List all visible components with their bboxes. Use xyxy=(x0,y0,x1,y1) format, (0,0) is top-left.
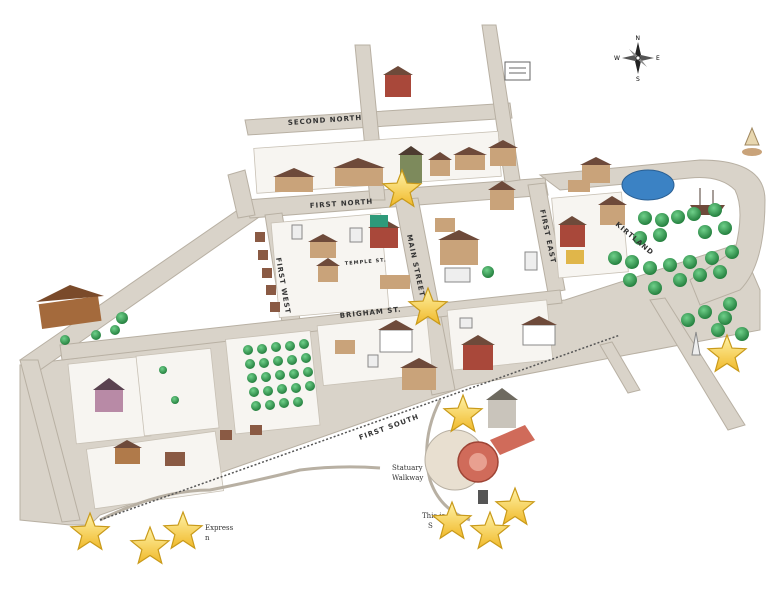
star-marker-icon[interactable] xyxy=(442,393,484,433)
tepee-icon xyxy=(742,126,762,156)
building-east-group xyxy=(558,157,627,264)
label-walkway-line2: Walkway xyxy=(392,474,423,482)
trees xyxy=(60,203,749,411)
first-east-road xyxy=(527,182,566,294)
star-marker-icon[interactable] xyxy=(494,486,536,526)
label-this-line2: S xyxy=(428,522,433,530)
east-loop-road xyxy=(538,159,766,306)
label-express-line1: Express xyxy=(205,524,234,532)
compass-n: N xyxy=(636,35,641,42)
label-walkway-line1: Statuary xyxy=(392,464,423,472)
star-marker-icon[interactable] xyxy=(431,500,473,540)
star-marker-icon[interactable] xyxy=(162,510,204,550)
scattered-trees xyxy=(60,266,494,404)
poi-labels: Statuary Walkway Express n This is th S xyxy=(205,464,455,542)
building-row-north xyxy=(273,140,518,192)
orchard-trees xyxy=(243,339,315,411)
west-connector-road xyxy=(227,169,256,219)
east-exit-road xyxy=(649,297,746,431)
building-northmost xyxy=(383,66,413,97)
building-west-column xyxy=(255,232,280,312)
compass-e: E xyxy=(656,55,660,62)
building-cluster-center xyxy=(291,181,538,289)
building-west-barn xyxy=(36,285,104,330)
monument-obelisk xyxy=(691,331,701,356)
building-farmhouse xyxy=(93,378,125,412)
star-markers xyxy=(69,168,748,565)
second-north-road xyxy=(244,102,513,136)
south-exit-road xyxy=(599,341,641,394)
star-marker-icon[interactable] xyxy=(69,511,111,551)
plaza-arm xyxy=(490,425,535,455)
buildings xyxy=(36,61,762,504)
north-vertical-road-2 xyxy=(481,24,521,183)
compass-rose-icon: N S W E xyxy=(614,35,660,83)
plaza-inner xyxy=(469,453,487,471)
building-brigham-south xyxy=(335,316,557,390)
star-marker-icon[interactable] xyxy=(407,286,449,326)
star-marker-icon[interactable] xyxy=(469,510,511,550)
building-sign-north xyxy=(504,61,531,81)
star-marker-icon[interactable] xyxy=(129,525,171,565)
compass-s: S xyxy=(636,76,640,83)
label-temple: TEMPLE ST. xyxy=(345,257,387,267)
compass-w: W xyxy=(614,55,620,62)
block-orchard xyxy=(225,330,321,435)
pond xyxy=(621,169,675,201)
building-south-cabins xyxy=(113,425,262,466)
star-marker-icon[interactable] xyxy=(706,333,748,373)
building-plaza-houses xyxy=(478,388,518,504)
label-express-line2: n xyxy=(205,534,210,542)
west-edge-road xyxy=(19,359,81,523)
block-farm-2 xyxy=(135,347,220,437)
star-marker-icon[interactable] xyxy=(381,168,423,208)
park-trees xyxy=(608,203,749,341)
